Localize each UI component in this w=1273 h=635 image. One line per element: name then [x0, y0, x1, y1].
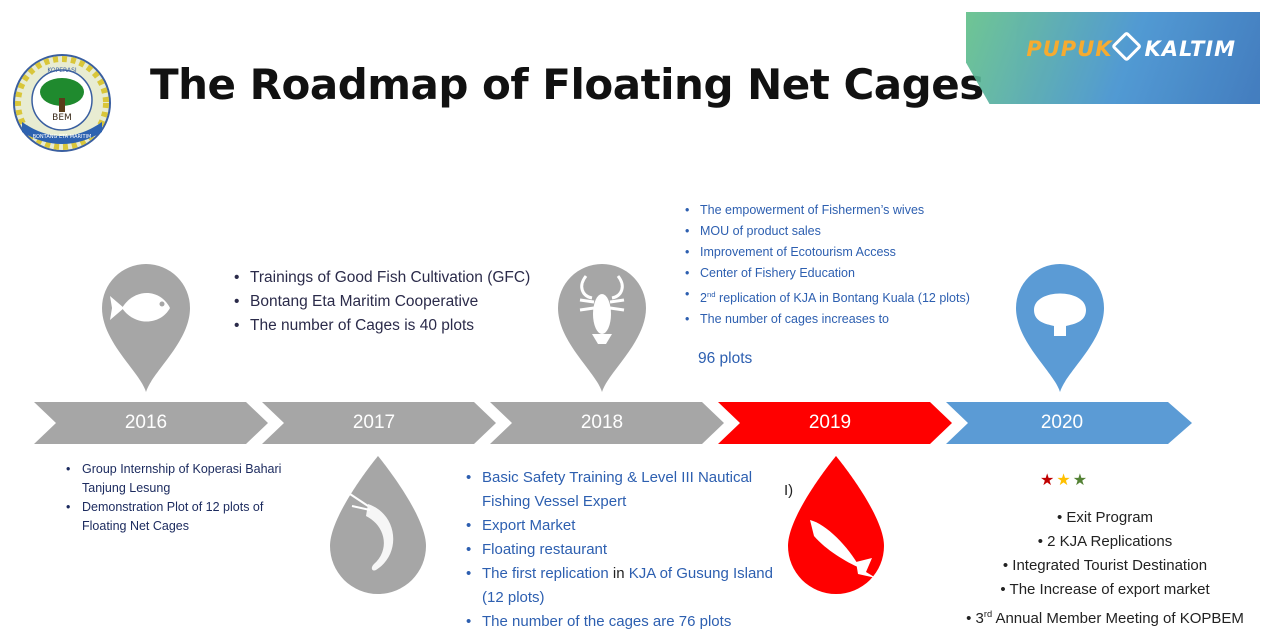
text-2018-top: The empowerment of Fishermen’s wives MOU…	[682, 200, 982, 330]
logo-bem-text: BEM	[52, 113, 72, 123]
meeting-number: 3	[975, 610, 984, 627]
brand-pupuk-text: PUPUK	[1026, 37, 1113, 61]
list-item: The number of the cages are 76 plots	[466, 610, 774, 634]
timeline-segment-2016	[34, 402, 268, 444]
first-replication-in: in	[608, 565, 629, 582]
year-2019-label: 2019	[808, 412, 852, 433]
text-2017: Trainings of Good Fish Cultivation (GFC)…	[232, 266, 532, 338]
list-item: Bontang Eta Maritim Cooperative	[234, 290, 532, 314]
rating-stars: ★★★	[1040, 470, 1089, 490]
text-2018-bottom: Basic Safety Training & Level III Nautic…	[464, 466, 774, 634]
star-icon: ★	[1072, 472, 1090, 489]
list-item: 2 KJA Replications	[940, 530, 1270, 554]
brand-kaltim-text: KALTIM	[1144, 37, 1236, 61]
list-item-replication: 2nd replication of KJA in Bontang Kuala …	[685, 284, 982, 309]
list-item: Center of Fishery Education	[685, 263, 982, 284]
timeline-bar	[34, 402, 1194, 444]
brand-emblem-icon	[1110, 30, 1142, 62]
replication-number: 2	[700, 291, 707, 306]
list-item: The Increase of export market	[940, 578, 1270, 602]
text-2020: Exit Program 2 KJA Replications Integrat…	[940, 506, 1270, 631]
year-2017-label: 2017	[352, 412, 396, 433]
star-icon: ★	[1056, 472, 1073, 489]
text-2019-fragment: I)	[784, 482, 794, 499]
logo-koperasi-text: KOPERASI	[47, 67, 77, 74]
year-2018-label: 2018	[580, 412, 624, 433]
list-item: The number of Cages is 40 plots	[234, 314, 532, 338]
list-item-first-replication: The first replication in KJA of Gusung I…	[466, 562, 774, 610]
list-item: Basic Safety Training & Level III Nautic…	[466, 466, 774, 514]
lobster-icon	[556, 262, 648, 394]
shrimp-icon	[328, 454, 428, 594]
first-replication-place: KJA of Gusung Island (12 plots)	[482, 565, 773, 606]
list-item: Demonstration Plot of 12 plots of Floati…	[66, 498, 304, 536]
year-2020-label: 2020	[1040, 412, 1084, 433]
first-replication-text: The first replication	[482, 565, 609, 582]
list-item: Integrated Tourist Destination	[940, 554, 1270, 578]
cooperative-logo: BEM KOPERASI BONTANG ETA MARITIM	[6, 52, 118, 154]
page-title: The Roadmap of Floating Net Cages	[150, 60, 984, 109]
shell-icon	[1014, 262, 1106, 394]
replication-text: replication of KJA in Bontang Kuala (12 …	[715, 291, 970, 306]
list-item: Export Market	[466, 514, 774, 538]
list-item: The number of cages increases to	[685, 309, 982, 330]
list-item: MOU of product sales	[685, 221, 982, 242]
timeline-segment-2017	[262, 402, 496, 444]
cages-value-96: 96 plots	[698, 350, 753, 367]
list-item: Exit Program	[940, 506, 1270, 530]
list-item-meeting: 3rd Annual Member Meeting of KOPBEM	[940, 602, 1270, 631]
pupuk-kaltim-logo: PUPUK KALTIM	[966, 12, 1260, 104]
fish-icon	[100, 262, 192, 394]
timeline-segment-2019	[718, 402, 952, 444]
star-icon: ★	[1040, 472, 1057, 489]
year-2016-label: 2016	[124, 412, 168, 433]
list-item: Trainings of Good Fish Cultivation (GFC)	[234, 266, 532, 290]
list-item: Group Internship of Koperasi Bahari Tanj…	[66, 460, 304, 498]
list-item: Improvement of Ecotourism Access	[685, 242, 982, 263]
list-item: Floating restaurant	[466, 538, 774, 562]
logo-bontang-text: BONTANG ETA MARITIM	[33, 134, 92, 140]
list-item: The empowerment of Fishermen’s wives	[685, 200, 982, 221]
replication-suffix: nd	[706, 290, 716, 299]
text-2016: Group Internship of Koperasi Bahari Tanj…	[64, 460, 304, 536]
timeline-segment-2020	[946, 402, 1192, 444]
timeline-segment-2018	[490, 402, 724, 444]
meeting-suffix: rd	[983, 609, 993, 619]
tuna-icon	[786, 454, 886, 594]
meeting-text: Annual Member Meeting of KOPBEM	[992, 610, 1244, 627]
